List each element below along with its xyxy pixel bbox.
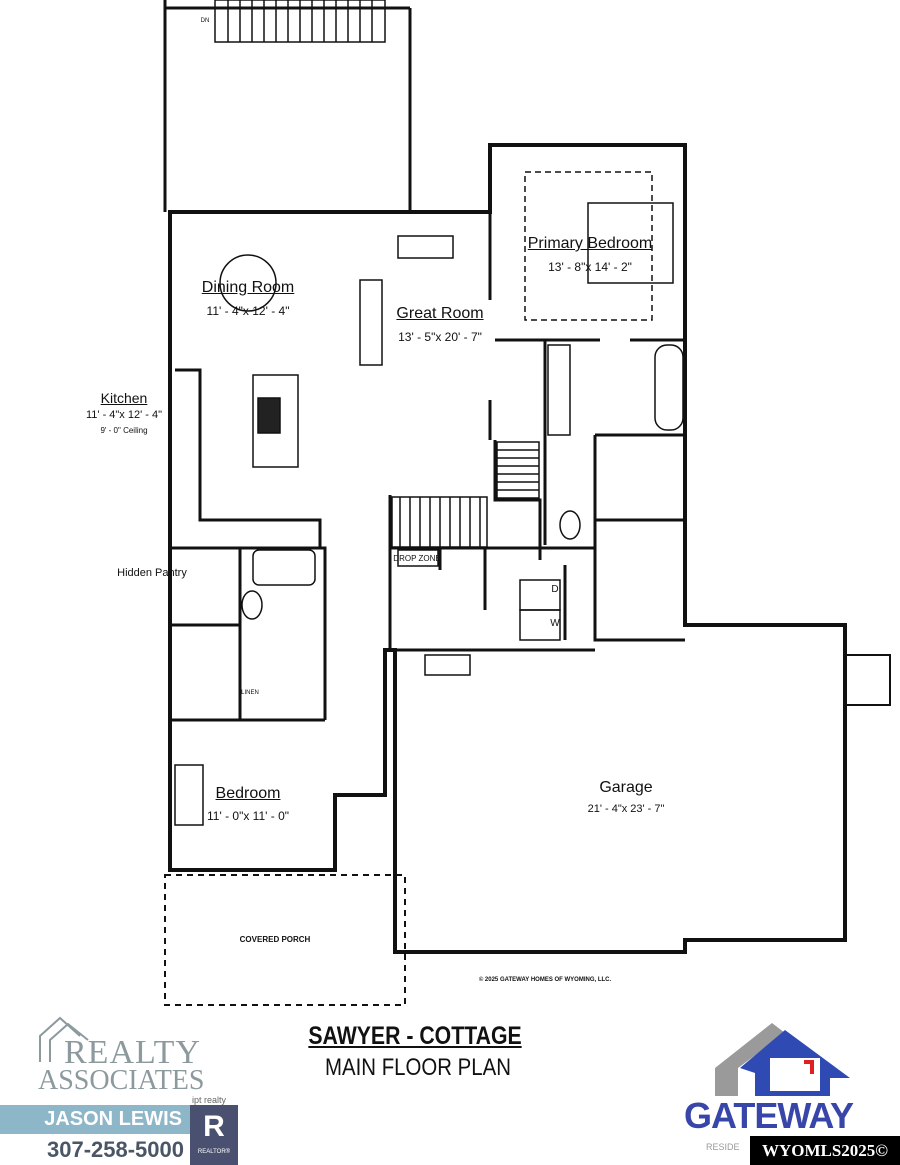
- realty-associates-logo: REALTY ASSOCIATES: [38, 1034, 205, 1096]
- agent-name: JASON LEWIS: [44, 1108, 182, 1130]
- bedroom-dims: 11' - 0"x 11' - 0": [206, 809, 290, 823]
- linen-label: LINEN: [241, 690, 259, 696]
- realty-logo-line2: ASSOCIATES: [38, 1065, 205, 1096]
- garage-stoop: [844, 654, 891, 706]
- dining-room-label: Dining Room: [201, 279, 295, 296]
- realtor-logo: R REALTOR®: [190, 1105, 238, 1165]
- garage-label: Garage: [599, 779, 653, 796]
- kitchen-ceiling: 9' - 0" Ceiling: [100, 426, 148, 435]
- gateway-subtext: RESIDE: [706, 1142, 740, 1152]
- primary-bedroom-dims: 13' - 8"x 14' - 2": [548, 260, 632, 274]
- kitchen-island: [252, 374, 299, 468]
- kitchen-dims: 11' - 4"x 12' - 4": [85, 409, 163, 421]
- realty-logo-line1: REALTY: [64, 1034, 201, 1071]
- exterior-walls: [168, 143, 847, 954]
- interior-walls: [172, 212, 685, 722]
- plan-subtitle: MAIN FLOOR PLAN: [325, 1054, 511, 1081]
- primary-bedroom-label: Primary Bedroom: [527, 235, 653, 252]
- copyright-text: © 2025 GATEWAY HOMES OF WYOMING, LLC.: [478, 977, 612, 983]
- ipt-realty-text: ipt realty: [192, 1095, 227, 1105]
- agent-name-bar: JASON LEWIS: [0, 1105, 190, 1134]
- furniture: [174, 171, 684, 826]
- gateway-house-icon: [715, 1023, 850, 1096]
- stairs-down-label: DN: [200, 18, 210, 24]
- realtor-mark: R: [203, 1110, 225, 1143]
- plan-title: SAWYER - COTTAGE: [308, 1022, 522, 1050]
- dining-table: [219, 254, 277, 312]
- tub: [654, 344, 684, 431]
- realty-house-icon: [39, 1016, 89, 1062]
- dining-room-dims: 11' - 4"x 12' - 4": [206, 304, 290, 318]
- garage-dims: 21' - 4"x 23' - 7": [587, 803, 665, 815]
- bedroom-label: Bedroom: [215, 785, 281, 802]
- great-room-dims: 13' - 5"x 20' - 7": [398, 330, 482, 344]
- drop-zone-label: DROP ZONE: [393, 554, 441, 563]
- covered-porch-label: COVERED PORCH: [239, 935, 311, 944]
- deck-stairs: [214, 0, 386, 43]
- dryer-label: D: [551, 584, 559, 595]
- realtor-text: REALTOR®: [197, 1149, 231, 1155]
- covered-porch-outline: [164, 874, 406, 1006]
- agent-phone: 307-258-5000: [46, 1137, 184, 1162]
- mls-watermark: WYOMLS2025©: [750, 1136, 900, 1165]
- great-room-label: Great Room: [396, 305, 484, 322]
- kitchen-label: Kitchen: [100, 390, 148, 406]
- interior-stairs: [391, 441, 540, 548]
- washer-label: W: [550, 618, 560, 629]
- agent-phone-bar: 307-258-5000: [0, 1134, 190, 1165]
- gateway-logo-text: GATEWAY: [684, 1095, 854, 1136]
- hidden-pantry-label: Hidden Pantry: [117, 567, 187, 579]
